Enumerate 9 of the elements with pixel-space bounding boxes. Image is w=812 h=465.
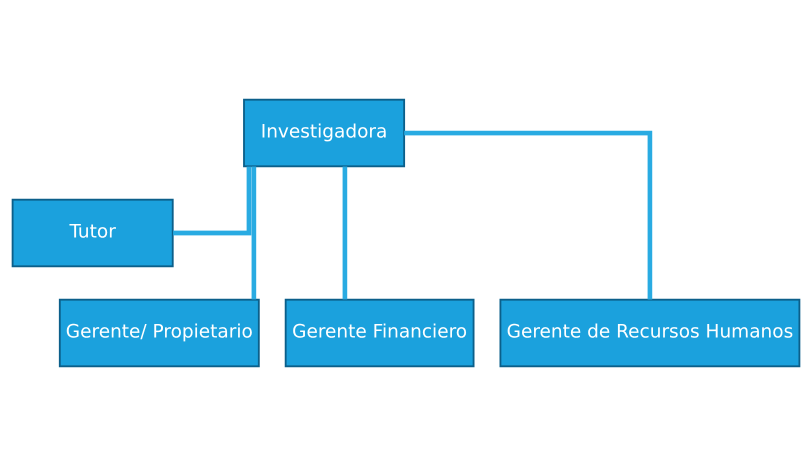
connector [342,166,348,299]
connector [404,130,652,299]
node-box: Gerente de Recursos Humanos [500,298,800,367]
node-box: Gerente/ Propietario [58,298,260,367]
node-box: Tutor [12,198,174,267]
connector [173,166,252,235]
node-box: Investigadora [243,98,406,167]
node-box: Gerente Financiero [284,298,474,367]
connector [252,166,256,299]
